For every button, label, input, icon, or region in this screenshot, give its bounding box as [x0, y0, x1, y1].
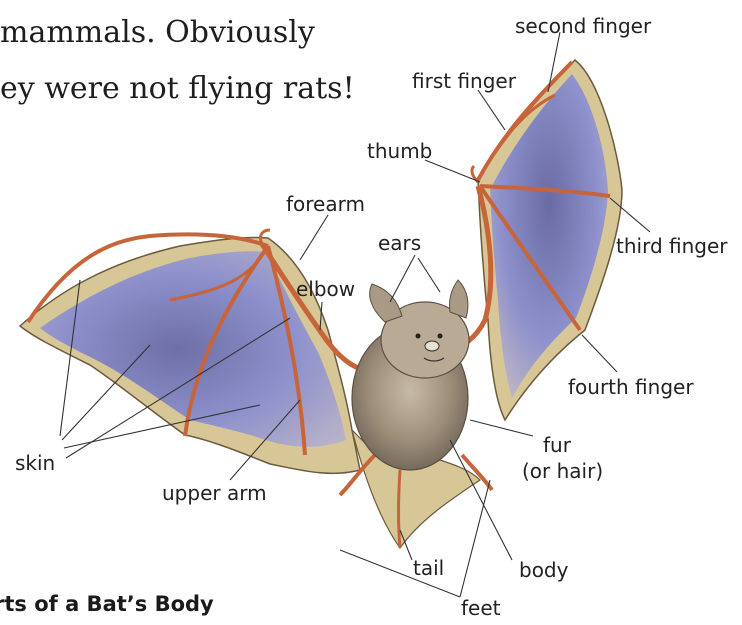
figure-caption: rts of a Bat’s Body	[0, 592, 214, 616]
label-forearm: forearm	[286, 192, 365, 216]
label-third-finger: third finger	[616, 234, 728, 258]
label-thumb: thumb	[367, 139, 432, 163]
label-feet: feet	[461, 596, 501, 620]
label-tail: tail	[413, 556, 444, 580]
label-upper-arm: upper arm	[162, 481, 267, 505]
label-body: body	[519, 558, 569, 582]
label-skin: skin	[15, 451, 55, 475]
right-ear	[449, 280, 467, 318]
label-ears: ears	[378, 231, 421, 255]
label-fourth-finger: fourth finger	[568, 375, 694, 399]
label-or-hair: (or hair)	[522, 459, 603, 483]
right-wing	[452, 60, 622, 420]
label-fur: fur	[543, 433, 572, 457]
label-elbow: elbow	[296, 277, 355, 301]
label-second-finger: second finger	[515, 14, 652, 38]
label-first-finger: first finger	[412, 69, 517, 93]
